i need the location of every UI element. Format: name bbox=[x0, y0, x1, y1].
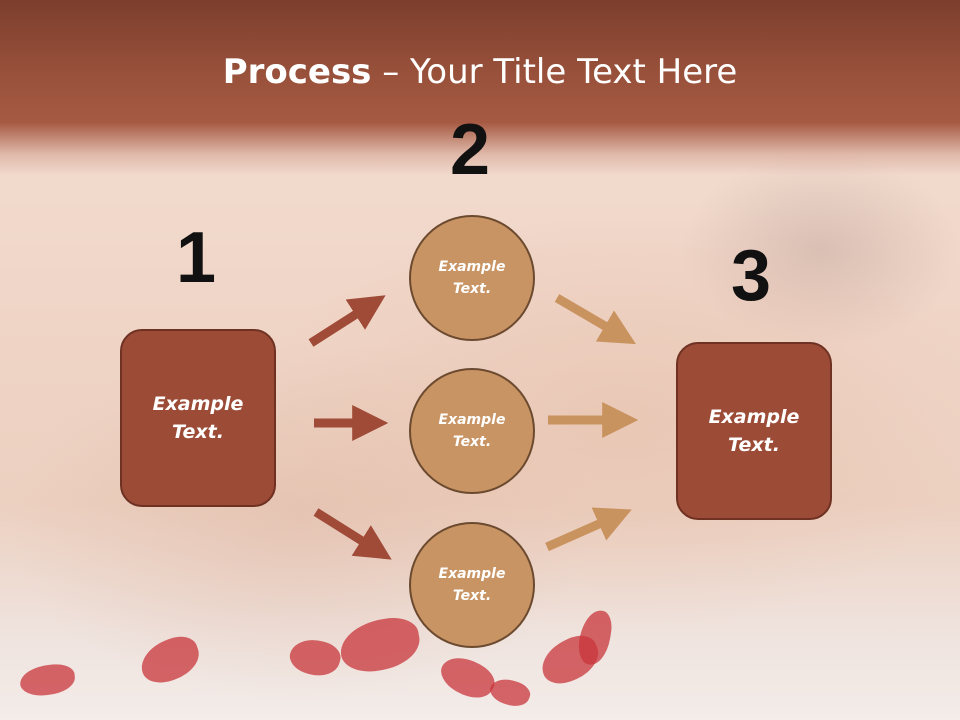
step-number-3: 3 bbox=[731, 236, 772, 316]
title-bold: Process bbox=[222, 52, 372, 92]
circle-middle: Example Text. bbox=[409, 368, 535, 494]
step-number-2: 2 bbox=[450, 110, 491, 190]
left-box-line2: Text. bbox=[172, 421, 224, 443]
circle-top-line2: Text. bbox=[452, 281, 492, 297]
right-text-box: Example Text. bbox=[676, 342, 832, 520]
circle-top: Example Text. bbox=[409, 215, 535, 341]
circle-bottom-line1: Example bbox=[438, 565, 506, 582]
arrow-right-up bbox=[545, 507, 632, 552]
circle-bottom-line2: Text. bbox=[452, 588, 492, 604]
circle-middle-line2: Text. bbox=[452, 434, 492, 450]
right-box-line2: Text. bbox=[728, 434, 780, 456]
left-text-box: Example Text. bbox=[120, 329, 276, 507]
title-rest: – Your Title Text Here bbox=[371, 52, 738, 92]
page-title: Process – Your Title Text Here bbox=[0, 52, 960, 92]
arrow-right-down bbox=[554, 294, 636, 345]
circle-top-line1: Example bbox=[438, 258, 506, 275]
arrow-left-down bbox=[313, 508, 392, 560]
arrow-left-up bbox=[308, 295, 386, 347]
circle-middle-line1: Example bbox=[438, 411, 506, 428]
circle-bottom: Example Text. bbox=[409, 522, 535, 648]
left-box-line1: Example bbox=[152, 392, 244, 415]
right-box-line1: Example bbox=[708, 405, 800, 428]
title-band bbox=[0, 0, 960, 175]
step-number-1: 1 bbox=[176, 218, 217, 298]
